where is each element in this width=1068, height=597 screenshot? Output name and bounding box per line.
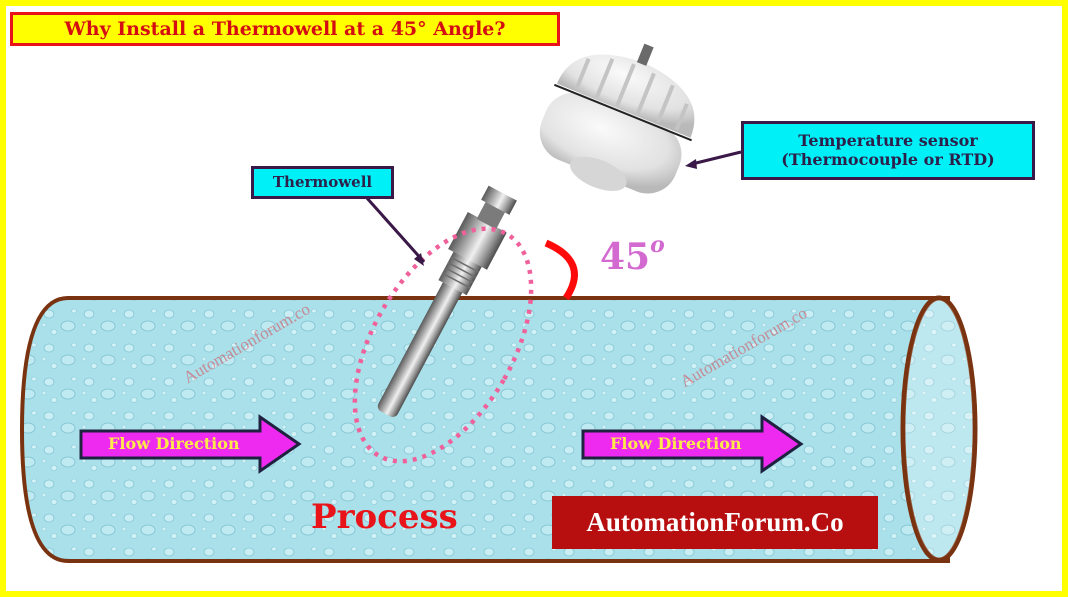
- flow-arrow-left: [79, 414, 302, 474]
- temperature-sensor-label: Temperature sensor (Thermocouple or RTD): [741, 121, 1035, 180]
- thermowell-label: Thermowell: [251, 166, 394, 199]
- flow-direction-right-label: Flow Direction: [610, 434, 742, 453]
- sensor-label-line1: Temperature sensor: [798, 131, 978, 151]
- angle-arc: [544, 239, 578, 300]
- brand-logo-box: AutomationForum.Co: [552, 496, 878, 549]
- flow-direction-left-label: Flow Direction: [108, 434, 240, 453]
- angle-label: 45o: [600, 232, 665, 278]
- leader-lines: [364, 150, 742, 266]
- thermowell-highlight-ellipse: [352, 226, 534, 464]
- degree-symbol: o: [650, 232, 665, 258]
- angle-value: 45: [600, 236, 651, 278]
- flow-arrow-right: [581, 414, 804, 474]
- process-pipe: [19, 295, 978, 563]
- page-title: Why Install a Thermowell at a 45° Angle?: [10, 12, 560, 46]
- thermowell-label-text: Thermowell: [272, 172, 373, 191]
- temperature-sensor-head-image: [539, 43, 695, 194]
- sensor-label-line2: (Thermocouple or RTD): [781, 149, 995, 169]
- process-label: Process: [311, 497, 458, 537]
- thermowell-image: [377, 185, 517, 417]
- brand-text: AutomationForum.Co: [586, 507, 844, 537]
